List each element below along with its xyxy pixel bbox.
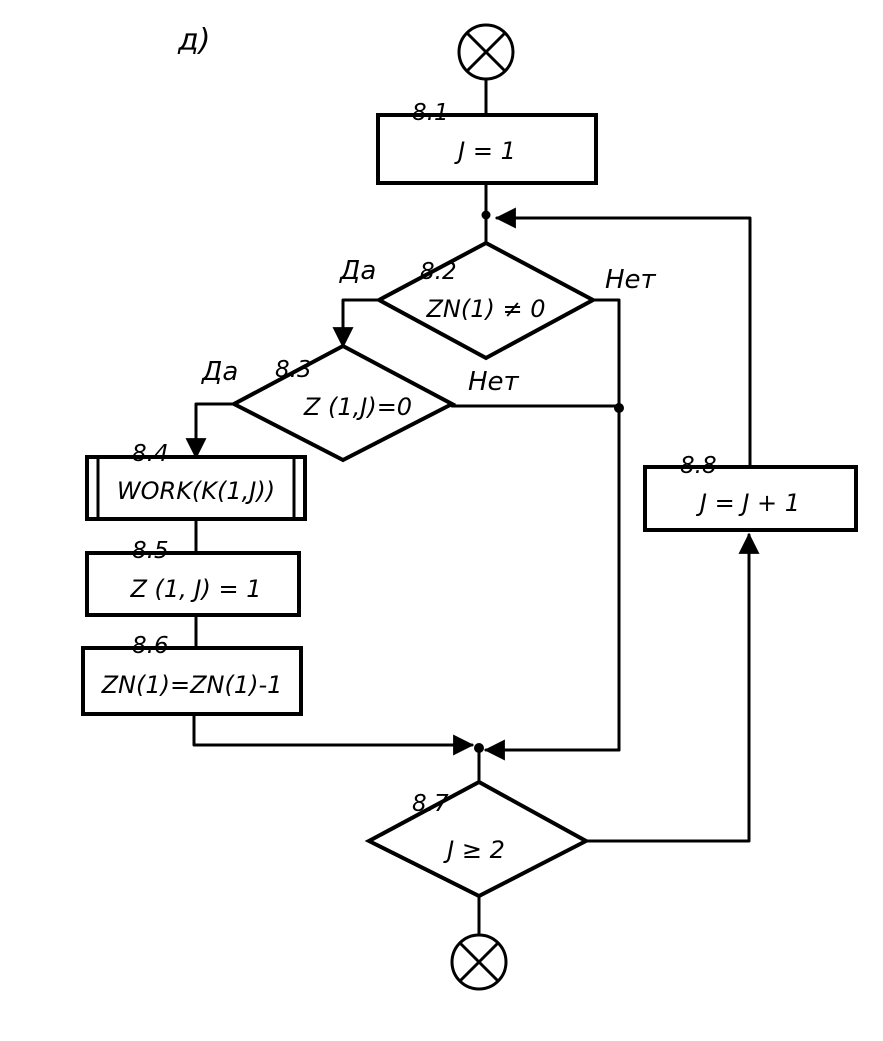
edge-83-yes-to-84 [185,402,236,460]
junction-83-no [614,403,624,413]
edge-86-to-merge [192,712,475,756]
block-8-6: 8.6 ZN(1)=ZN(1)-1 [81,633,303,716]
block-8-8-text: J = J + 1 [696,489,800,517]
start-connector-icon [457,23,515,81]
decision-8-3-number: 8.3 [275,357,312,383]
decision-8-2: 8.2 ZN(1) ≠ 0 Да Нет [339,240,657,361]
decision-8-3: 8.3 Z (1,J)=0 Да Нет [201,343,520,463]
decision-8-2-text: ZN(1) ≠ 0 [425,295,545,323]
edge-87-to-88 [584,532,760,843]
block-8-4-text: WORK(K(1,J)) [117,477,275,505]
decision-8-3-no-label: Нет [468,367,520,397]
block-8-5: 8.5 Z (1, J) = 1 [85,538,301,617]
decision-8-7: 8.7 J ≥ 2 [364,779,591,899]
block-8-6-text: ZN(1)=ZN(1)-1 [101,671,283,699]
figure-label: д) [177,23,210,58]
edge-82-yes-to-83 [332,298,381,349]
block-8-8-number: 8.8 [680,453,717,479]
decision-8-3-yes-label: Да [201,357,238,387]
decision-8-2-number: 8.2 [420,259,457,285]
decision-8-3-text: Z (1,J)=0 [303,393,412,421]
block-8-1-number: 8.1 [412,100,449,126]
block-8-6-number: 8.6 [132,633,169,659]
decision-8-2-yes-label: Да [339,256,376,286]
block-8-8: 8.8 J = J + 1 [643,453,858,532]
decision-8-7-text: J ≥ 2 [443,836,505,864]
decision-8-7-number: 8.7 [412,791,449,817]
end-connector-icon [450,933,508,991]
decision-8-2-no-label: Нет [605,265,657,295]
block-8-4: 8.4 WORK(K(1,J)) [85,441,307,521]
block-8-1-text: J = 1 [454,137,516,165]
block-8-5-text: Z (1, J) = 1 [129,575,261,603]
block-8-4-number: 8.4 [132,441,169,467]
edge-82-no [591,298,621,752]
edge-88-loop-back [494,207,752,469]
block-8-5-number: 8.5 [132,538,169,564]
block-8-1: 8.1 J = 1 [376,100,598,185]
junction-loop [481,210,491,220]
